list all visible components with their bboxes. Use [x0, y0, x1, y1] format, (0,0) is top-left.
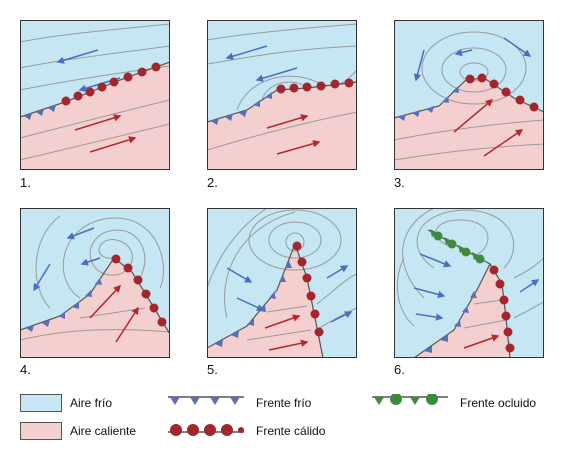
- panel-6-diagram: [394, 208, 544, 358]
- warm-front-label: Frente cálido: [256, 424, 326, 438]
- panel-2-label: 2.: [207, 175, 218, 190]
- panel-4-diagram: [20, 208, 170, 358]
- panel-5-diagram: [207, 208, 357, 358]
- panel-2: [207, 20, 357, 170]
- panel-3: [394, 20, 544, 170]
- cold-front-symbol: [168, 396, 244, 405]
- warm-air-swatch: [20, 422, 62, 440]
- cold-air-label: Aire frío: [70, 396, 113, 410]
- panel-4-label: 4.: [20, 362, 31, 377]
- panel-3-diagram: [394, 20, 544, 170]
- occluded-front-label: Frente ocluido: [460, 396, 537, 410]
- panel-6-label: 6.: [394, 362, 405, 377]
- panel-1-diagram: [20, 20, 170, 170]
- panel-3-label: 3.: [394, 175, 405, 190]
- panel-5: [207, 208, 357, 358]
- panel-4: [20, 208, 170, 358]
- panel-1: [20, 20, 170, 170]
- cold-front-label: Frente frío: [256, 396, 312, 410]
- panel-1-label: 1.: [20, 175, 31, 190]
- panel-5-label: 5.: [207, 362, 218, 377]
- warm-front-symbol: [168, 424, 244, 436]
- cold-air-swatch: [20, 394, 62, 412]
- panel-2-diagram: [207, 20, 357, 170]
- warm-air-label: Aire caliente: [70, 424, 137, 438]
- occluded-front-symbol: [372, 394, 448, 405]
- panel-6: [394, 208, 544, 358]
